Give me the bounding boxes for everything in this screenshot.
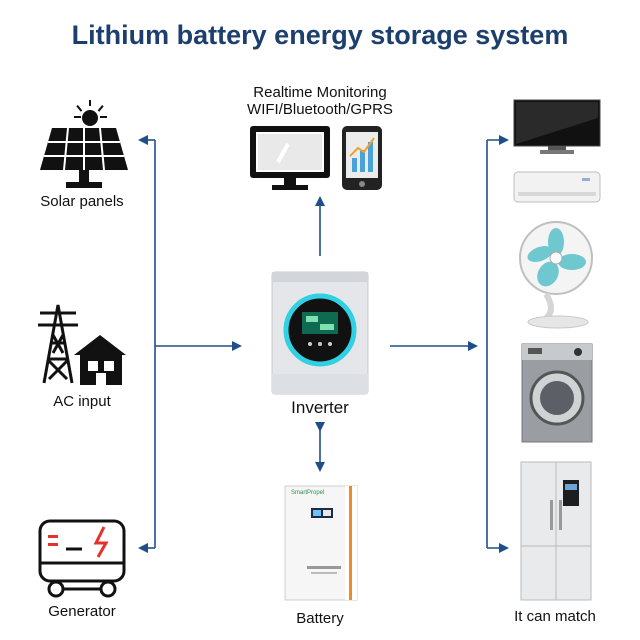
inverter-label: Inverter — [291, 398, 349, 417]
monitor-icon — [250, 126, 330, 190]
monitoring-title: Realtime Monitoring — [253, 84, 387, 101]
solar-panel-icon — [40, 100, 128, 188]
battery-brand: SmartPropel — [291, 490, 325, 496]
generator-label: Generator — [48, 603, 116, 620]
battery-label: Battery — [296, 610, 344, 627]
page-title: Lithium battery energy storage system — [71, 20, 569, 50]
washing-machine-icon — [521, 343, 593, 443]
power-tower-icon — [38, 304, 126, 385]
inverter-image — [271, 271, 369, 395]
generator-icon — [38, 519, 126, 598]
refrigerator-icon — [520, 461, 592, 601]
fan-icon — [519, 221, 593, 329]
tv-icon — [513, 99, 601, 154]
solar-panels-label: Solar panels — [40, 193, 124, 210]
battery-image — [284, 485, 358, 601]
monitoring-protocols: WIFI/Bluetooth/GPRS — [247, 101, 393, 118]
ac-input-label: AC input — [53, 393, 111, 410]
loads-caption: It can match — [514, 608, 596, 625]
air-conditioner-icon — [513, 171, 601, 203]
smartphone-icon — [342, 126, 382, 190]
